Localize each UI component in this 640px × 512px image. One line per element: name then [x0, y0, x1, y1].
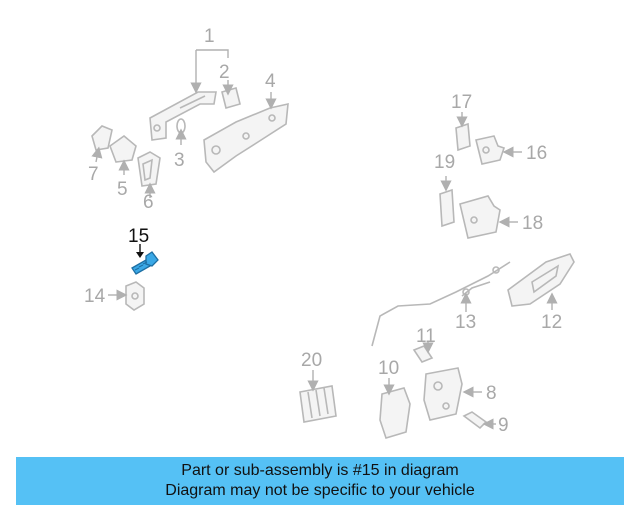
callout-label: 4 — [265, 71, 276, 92]
part-16-upper-hinge: 16 — [475, 135, 547, 165]
callout-label: 13 — [455, 312, 476, 333]
caption-line-2: Diagram may not be specific to your vehi… — [165, 482, 475, 499]
part-20-pad: 20 — [299, 350, 337, 423]
callout-label: 9 — [498, 415, 509, 436]
part-2-bracket: 2 — [219, 62, 241, 109]
part-19-shim: 19 — [434, 152, 455, 228]
callout-label: 7 — [88, 164, 99, 185]
part-11-rod: 11 — [412, 326, 436, 363]
part-17-shim: 17 — [451, 92, 472, 152]
callout-label: 20 — [301, 350, 322, 371]
callout-label: 2 — [219, 62, 230, 83]
part-6-bezel: 6 — [137, 151, 161, 213]
part-8-latch-actuator: 8 — [423, 367, 497, 421]
callout-label-highlighted: 15 — [128, 226, 149, 247]
part-1-outside-handle: 1 — [149, 26, 229, 141]
callout-label: 3 — [174, 150, 185, 171]
part-7-cover: 7 — [88, 125, 113, 185]
part-15-bolt[interactable]: 15 — [128, 226, 159, 275]
callout-label: 19 — [434, 152, 455, 173]
callout-label: 11 — [416, 326, 436, 347]
callout-label: 10 — [378, 358, 399, 379]
parts-diagram: 1 2 3 4 5 6 7 — [84, 26, 575, 439]
part-3-clip: 3 — [174, 118, 187, 171]
callout-label: 18 — [522, 213, 543, 234]
part-12-inside-handle: 12 — [507, 253, 575, 333]
part-5-cap: 5 — [109, 134, 137, 200]
part-4-handle-frame: 4 — [203, 71, 289, 174]
callout-label: 6 — [143, 192, 154, 213]
callout-label: 17 — [451, 92, 472, 113]
caption-banner: Part or sub-assembly is #15 in diagram D… — [16, 457, 624, 505]
part-9-screw: 9 — [462, 411, 509, 436]
callout-label: 16 — [526, 143, 547, 164]
callout-label: 1 — [204, 26, 215, 47]
callout-label: 12 — [541, 312, 562, 333]
callout-label: 8 — [486, 383, 497, 404]
part-14-striker: 14 — [84, 281, 145, 311]
part-13-cable: 13 — [371, 261, 511, 347]
part-18-lower-hinge: 18 — [459, 195, 543, 239]
callout-label: 5 — [117, 179, 128, 200]
callout-label: 14 — [84, 286, 106, 307]
part-10-lock-cover: 10 — [378, 358, 411, 439]
caption-line-1: Part or sub-assembly is #15 in diagram — [181, 462, 459, 479]
